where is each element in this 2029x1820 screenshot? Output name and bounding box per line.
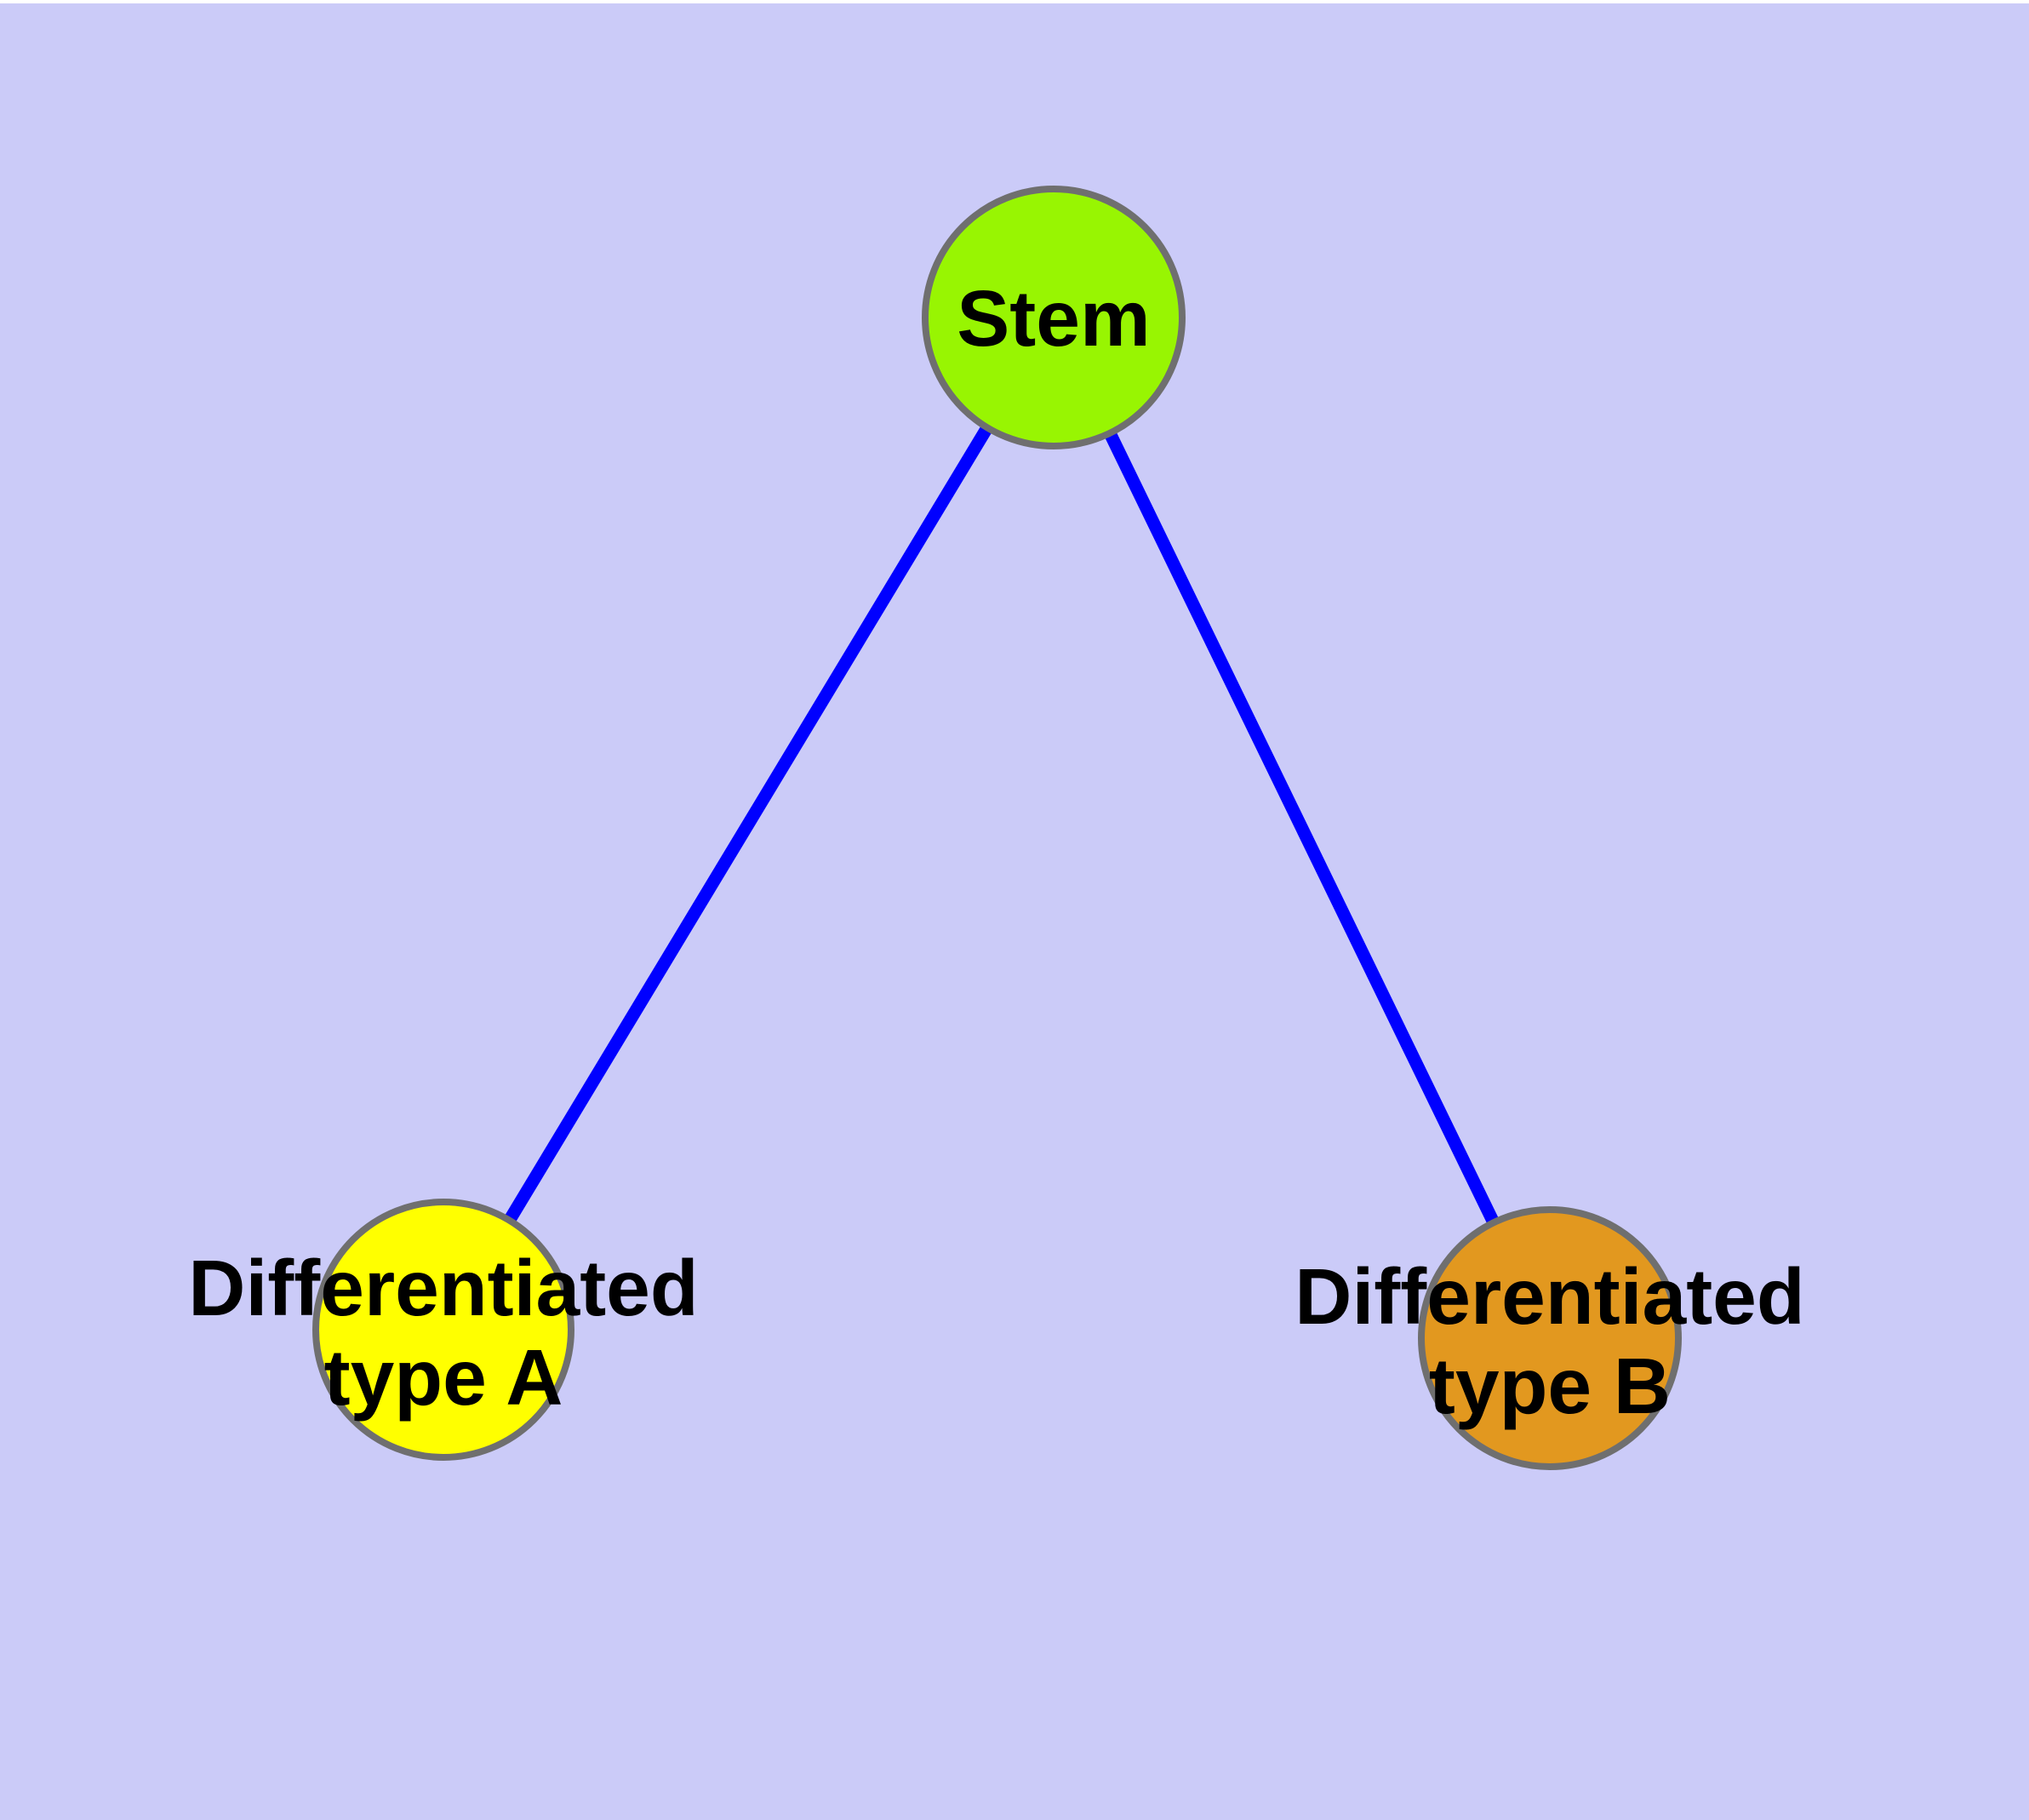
edge-stem-to-type-a bbox=[437, 314, 1060, 1333]
edge-stem-to-type-b bbox=[1048, 314, 1556, 1342]
differentiated-type-b-label-line2: type B bbox=[1429, 1342, 1671, 1430]
differentiated-type-b-node-circle bbox=[1418, 1206, 1682, 1470]
differentiated-type-a-label-line2: type A bbox=[324, 1333, 563, 1422]
stem-node-circle bbox=[922, 186, 1186, 449]
differentiated-type-b-label-line1: Differentiated bbox=[1295, 1252, 1804, 1341]
stem-node-label: Stem bbox=[957, 274, 1150, 363]
differentiated-type-a-node-circle bbox=[312, 1199, 574, 1461]
differentiated-type-a-label-line1: Differentiated bbox=[188, 1244, 698, 1332]
